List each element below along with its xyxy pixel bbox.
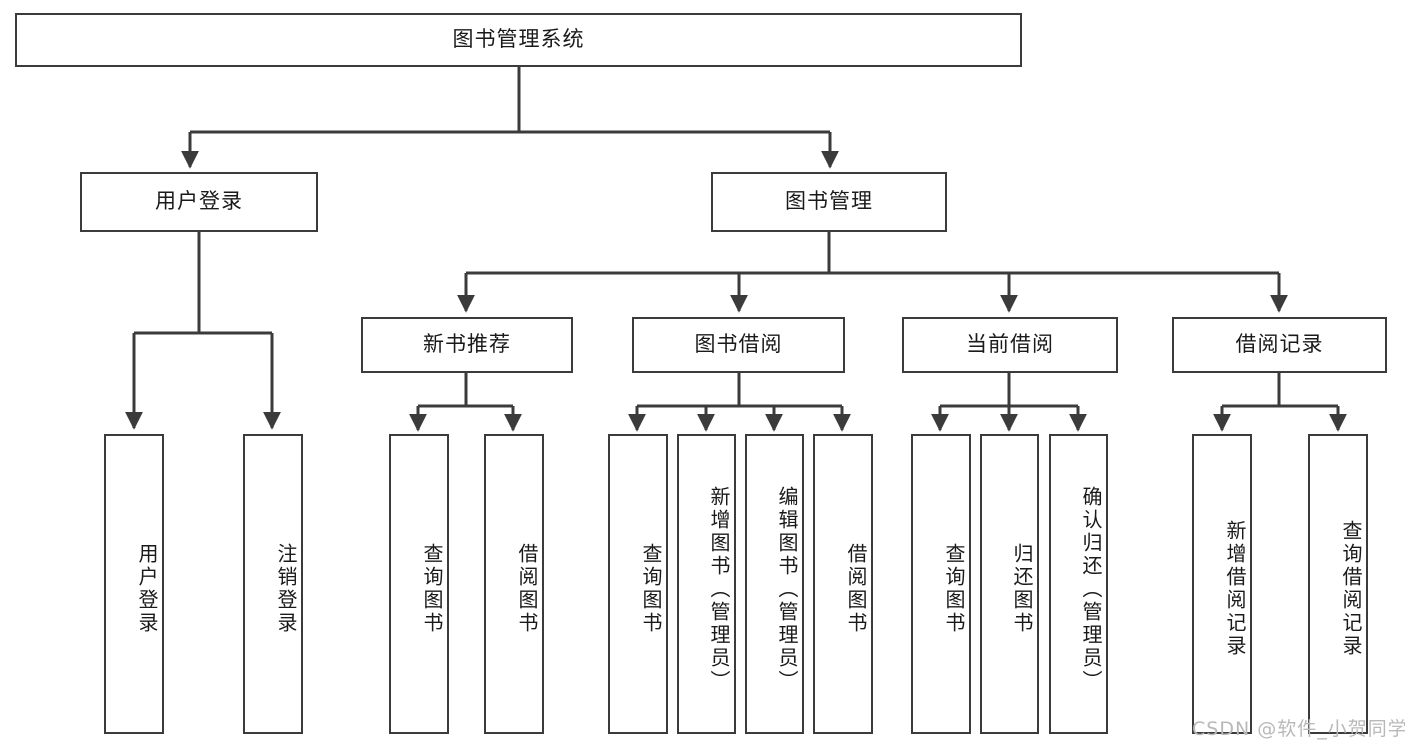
leaf-user-login[interactable]: 用户登录 — [104, 434, 164, 734]
node-label: 编辑图书（管理员） — [775, 485, 799, 693]
node-label: 图书借阅 — [694, 332, 783, 357]
leaf-query-borrow-record[interactable]: 查询借阅记录 — [1308, 434, 1368, 734]
leaf-query-books-borrowing[interactable]: 查询图书 — [608, 434, 668, 734]
leaf-confirm-return-admin[interactable]: 确认归还（管理员） — [1049, 434, 1108, 734]
leaf-edit-book-admin[interactable]: 编辑图书（管理员） — [745, 434, 804, 734]
leaf-borrow-books-recommendation[interactable]: 借阅图书 — [484, 434, 544, 734]
node-label: 新书推荐 — [423, 332, 511, 357]
node-label: 归还图书 — [1010, 543, 1034, 635]
node-label: 新增借阅记录 — [1223, 520, 1247, 658]
node-user-login[interactable]: 用户登录 — [80, 172, 318, 232]
leaf-return-books[interactable]: 归还图书 — [980, 434, 1039, 734]
leaf-query-books-recommendation[interactable]: 查询图书 — [389, 434, 449, 734]
node-label: 查询图书 — [639, 543, 663, 635]
node-current-borrowing[interactable]: 当前借阅 — [902, 317, 1118, 373]
node-label: 图书管理系统 — [452, 27, 585, 52]
node-label: 查询图书 — [420, 543, 444, 635]
node-book-management[interactable]: 图书管理 — [711, 172, 947, 232]
leaf-borrow-books-borrowing[interactable]: 借阅图书 — [813, 434, 873, 734]
node-root-library-management-system[interactable]: 图书管理系统 — [15, 13, 1022, 67]
node-label: 新增图书（管理员） — [707, 485, 731, 693]
node-label: 借阅图书 — [844, 543, 868, 635]
node-label: 确认归还（管理员） — [1079, 485, 1103, 693]
leaf-add-borrow-record[interactable]: 新增借阅记录 — [1192, 434, 1252, 734]
node-label: 注销登录 — [274, 543, 298, 635]
node-book-borrowing[interactable]: 图书借阅 — [632, 317, 845, 373]
node-new-book-recommendation[interactable]: 新书推荐 — [361, 317, 573, 373]
node-label: 查询图书 — [942, 543, 966, 635]
node-label: 查询借阅记录 — [1339, 520, 1363, 658]
node-label: 用户登录 — [155, 189, 243, 214]
node-label: 图书管理 — [785, 189, 873, 214]
node-label: 用户登录 — [135, 543, 159, 635]
leaf-add-book-admin[interactable]: 新增图书（管理员） — [677, 434, 736, 734]
leaf-query-books-current[interactable]: 查询图书 — [911, 434, 971, 734]
node-label: 借阅记录 — [1235, 332, 1324, 357]
node-borrow-records[interactable]: 借阅记录 — [1172, 317, 1387, 373]
leaf-logout[interactable]: 注销登录 — [243, 434, 303, 734]
csdn-watermark: CSDN @软件_小贺同学 — [1192, 718, 1405, 740]
node-label: 当前借阅 — [966, 332, 1054, 357]
node-label: 借阅图书 — [515, 543, 539, 635]
